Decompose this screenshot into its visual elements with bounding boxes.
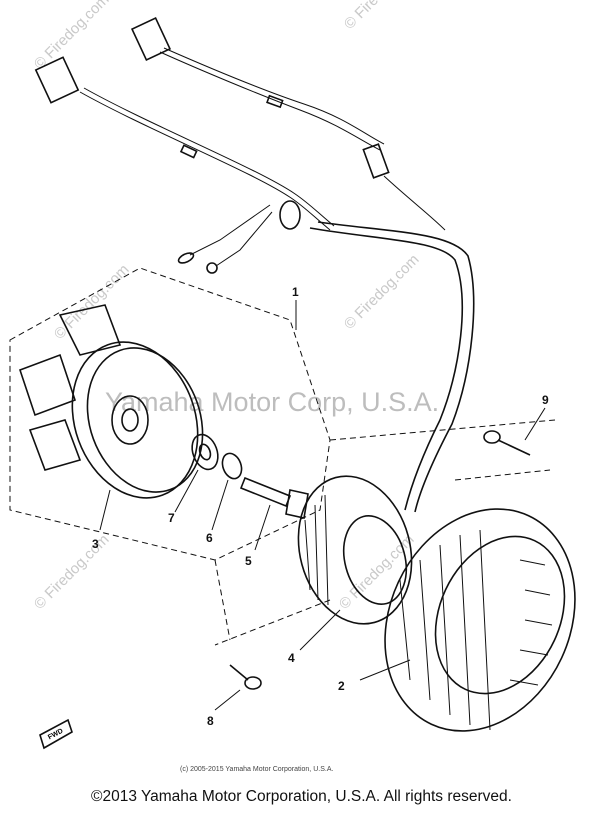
harness-connector-right <box>362 143 390 179</box>
assembly-outline <box>9 267 331 561</box>
watermark-brand-text: Yamaha Motor Corp, U.S.A. <box>105 387 439 417</box>
callout-6: 6 <box>206 531 213 545</box>
fwd-arrow-icon: FWD <box>39 718 73 750</box>
image-copyright: (c) 2005-2015 Yamaha Motor Corporation, … <box>180 766 333 773</box>
callout-1: 1 <box>292 285 299 299</box>
callout-9: 9 <box>542 393 549 407</box>
watermark-text: © Firedog.com <box>31 0 113 73</box>
stator-coil <box>384 508 576 732</box>
callout-labels: 1 2 3 4 5 6 7 8 9 <box>92 285 549 728</box>
watermark-text: © Firedog.com <box>51 261 133 343</box>
callout-7: 7 <box>168 511 175 525</box>
pickup-coil <box>297 475 413 625</box>
watermark-text: © Firedog.com <box>31 531 113 613</box>
rotor-bolt <box>239 476 309 519</box>
callout-4: 4 <box>288 651 295 665</box>
wiring-harness <box>34 17 475 513</box>
callout-5: 5 <box>245 554 252 568</box>
screw-8 <box>229 664 262 690</box>
screw-9 <box>483 430 531 456</box>
watermark-text: © Firedog.com <box>341 251 423 333</box>
rotor-flywheel <box>18 304 204 499</box>
page-footer-copyright: ©2013 Yamaha Motor Corporation, U.S.A. A… <box>91 788 512 805</box>
watermark-text: © Firedog.com <box>341 0 423 33</box>
harness-connector-left <box>34 56 80 104</box>
washer-plain <box>191 433 219 471</box>
harness-connector-upper <box>130 17 172 61</box>
callout-8: 8 <box>207 714 214 728</box>
washer-lock <box>221 452 243 480</box>
wire-grommet <box>279 200 301 230</box>
callout-3: 3 <box>92 537 99 551</box>
callout-2: 2 <box>338 679 345 693</box>
exploded-parts-diagram: © Firedog.com © Firedog.com © Firedog.co… <box>9 0 576 773</box>
